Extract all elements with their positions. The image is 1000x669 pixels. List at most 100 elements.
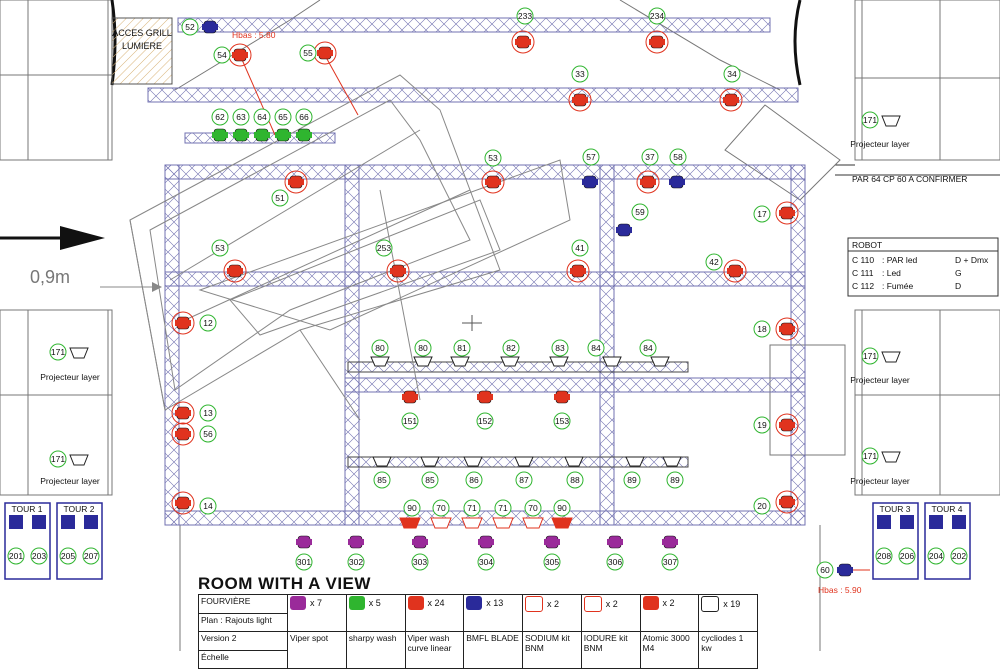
moving-head-icon — [477, 390, 493, 404]
access-grill-box: ACCES GRILL LUMIERE — [111, 17, 173, 85]
legend-item-name: cycliodes 1 kw — [698, 631, 758, 669]
svg-text:66: 66 — [299, 112, 309, 122]
robot-name: : PAR led — [882, 255, 918, 265]
fixture-number-label: 63 — [232, 108, 250, 126]
svg-text:90: 90 — [407, 503, 417, 513]
svg-text:13: 13 — [203, 408, 213, 418]
svg-text:37: 37 — [645, 152, 655, 162]
svg-text:234: 234 — [650, 11, 664, 21]
fixture-number-label: 84 — [639, 339, 657, 357]
cyclo-icon — [564, 456, 584, 467]
fixture-number-label: 82 — [502, 339, 520, 357]
svg-text:TOUR 2: TOUR 2 — [63, 504, 94, 514]
moving-head-icon — [466, 596, 483, 610]
atomic-icon — [551, 517, 573, 529]
svg-text:208: 208 — [877, 551, 891, 561]
fixture-number-label: 56 — [199, 425, 217, 443]
legend-info-version: Version 2 — [198, 631, 288, 651]
svg-text:85: 85 — [425, 475, 435, 485]
svg-text:59: 59 — [635, 207, 645, 217]
svg-text:33: 33 — [575, 69, 585, 79]
svg-text:90: 90 — [557, 503, 567, 513]
moving-head-icon — [478, 535, 494, 549]
svg-text:54: 54 — [217, 50, 227, 60]
legend: FOURVIÈRE x 7 x 5 x 24 x 13 x 2 x 2 x 2 … — [198, 594, 758, 669]
moving-head-icon — [837, 563, 853, 577]
legend-item-name: BMFL BLADE — [463, 631, 523, 669]
cyclo-icon — [420, 456, 440, 467]
cyclo-icon — [372, 456, 392, 467]
rigging-lines — [239, 49, 870, 571]
fixture-number-label: 37 — [641, 148, 659, 166]
cyclo-icon — [650, 356, 670, 367]
fixture-number-label: 90 — [553, 499, 571, 517]
fixture-number-label: 153 — [553, 412, 571, 430]
fixture-number-label: 83 — [551, 339, 569, 357]
svg-text:53: 53 — [488, 153, 498, 163]
legend-info-plan: Plan : Rajouts light — [198, 612, 288, 632]
lighting-plan: ACCES GRILL LUMIERE 0,9m — [0, 0, 1000, 651]
svg-text:253: 253 — [377, 243, 391, 253]
robot-title: ROBOT — [852, 240, 882, 250]
fixture-number-label: 90 — [403, 499, 421, 517]
svg-text:207: 207 — [84, 551, 98, 561]
fixture-number-label: 87 — [515, 471, 533, 489]
fixture-number-label: 33 — [571, 65, 589, 83]
svg-text:85: 85 — [377, 475, 387, 485]
robot-value: G — [955, 268, 962, 278]
legend-item: x 19 — [698, 594, 758, 632]
svg-text:206: 206 — [900, 551, 914, 561]
moving-head-icon — [171, 491, 195, 515]
moving-head-icon — [554, 390, 570, 404]
fixture-number-label: 42 — [705, 253, 723, 271]
legend-item-name: Viper spot — [287, 631, 347, 669]
projector-icon — [881, 115, 901, 127]
legend-item: x 13 — [463, 594, 523, 632]
moving-head-icon — [284, 170, 308, 194]
robot-box: ROBOT C 110 : PAR led D + Dmx C 111 : Le… — [847, 237, 999, 297]
svg-text:171: 171 — [51, 454, 65, 464]
direction-arrow — [0, 226, 162, 292]
cyclo-icon — [602, 356, 622, 367]
svg-text:88: 88 — [570, 475, 580, 485]
svg-text:71: 71 — [498, 503, 508, 513]
cyclo-icon — [500, 356, 520, 367]
robot-code: C 111 — [852, 268, 874, 278]
svg-text:62: 62 — [215, 112, 225, 122]
fixture-number-label: 85 — [421, 471, 439, 489]
svg-text:306: 306 — [608, 557, 622, 567]
fixture-number-label: 52 — [181, 18, 199, 36]
fixture-number-label: 53 — [484, 149, 502, 167]
svg-text:Projecteur layer: Projecteur layer — [850, 375, 910, 385]
svg-text:LUMIERE: LUMIERE — [122, 41, 162, 51]
svg-text:Projecteur layer: Projecteur layer — [850, 476, 910, 486]
fixture-number-label: 34 — [723, 65, 741, 83]
svg-text:52: 52 — [185, 22, 195, 32]
svg-text:70: 70 — [436, 503, 446, 513]
moving-head-icon — [775, 413, 799, 437]
fixture-number-label: 55 — [299, 44, 317, 62]
center-mark — [462, 315, 482, 331]
moving-head-icon — [412, 535, 428, 549]
svg-text:305: 305 — [545, 557, 559, 567]
svg-text:171: 171 — [863, 451, 877, 461]
legend-title: ROOM WITH A VIEW — [198, 574, 371, 593]
legend-item-name: Atomic 3000 M4 — [639, 631, 700, 669]
legend-item: x 5 — [345, 594, 406, 632]
legend-info-scale: Échelle — [198, 649, 288, 669]
fixture-number-label: 65 — [274, 108, 292, 126]
moving-head-icon — [662, 535, 678, 549]
fixture-number-label: 66 — [295, 108, 313, 126]
cyclo-icon — [450, 356, 470, 367]
svg-text:204: 204 — [929, 551, 943, 561]
svg-text:51: 51 — [275, 193, 285, 203]
fixture-number-label: 12 — [199, 314, 217, 332]
par-label: PAR 64 CP 60 A CONFIRMER — [852, 174, 967, 184]
fixture-number-label: 14 — [199, 497, 217, 515]
fixture-number-label: 58 — [669, 148, 687, 166]
moving-head-icon — [544, 535, 560, 549]
svg-text:171: 171 — [863, 351, 877, 361]
